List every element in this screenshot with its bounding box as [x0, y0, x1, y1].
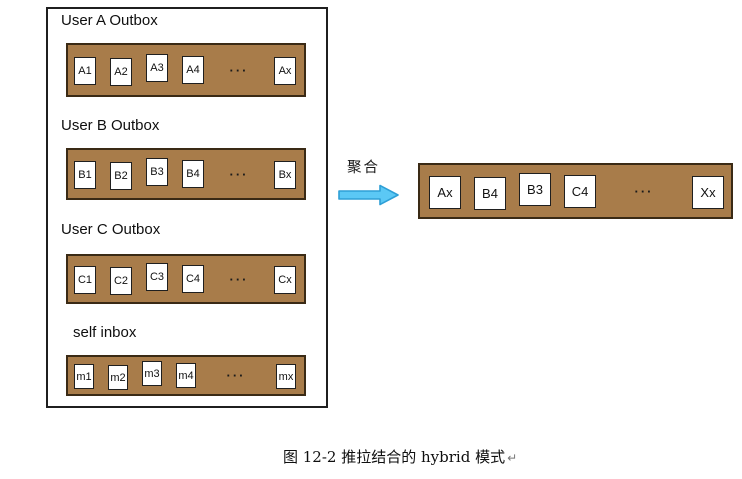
message-cell: Ax — [429, 175, 461, 209]
message-cell: B1 — [74, 161, 96, 189]
message-cell: C1 — [74, 266, 96, 294]
message-cell: C3 — [146, 263, 168, 291]
message-cell: B4 — [182, 160, 204, 188]
message-cell: A4 — [182, 56, 204, 84]
ellipsis-dots: ··· — [226, 368, 246, 383]
message-cell: C2 — [110, 267, 132, 295]
message-cell: C4 — [564, 174, 596, 208]
ellipsis-dots: ··· — [229, 271, 249, 287]
message-cell: B3 — [519, 172, 551, 206]
section-label: self inbox — [73, 324, 137, 341]
message-cell: m3 — [142, 361, 162, 386]
figure-caption: 图 12-2 推拉结合的 hybrid 模式↵ — [283, 446, 517, 467]
section-label: User A Outbox — [61, 12, 158, 29]
message-cell: A2 — [110, 58, 132, 86]
message-cell: m1 — [74, 364, 94, 389]
figure-caption-text: 图 12-2 推拉结合的 hybrid 模式 — [283, 448, 506, 466]
result-bar: Ax B4 B3 C4 ··· Xx — [418, 163, 733, 219]
message-cell: Bx — [274, 161, 296, 189]
message-bar: A1 A2 A3 A4 ··· Ax — [66, 43, 306, 97]
ellipsis-dots: ··· — [229, 62, 249, 78]
message-cell: A3 — [146, 54, 168, 82]
message-cell: Xx — [692, 175, 724, 209]
message-cell: B3 — [146, 158, 168, 186]
message-cell: B2 — [110, 162, 132, 190]
message-cell: A1 — [74, 57, 96, 85]
section-label: User C Outbox — [61, 221, 161, 238]
message-cell: C4 — [182, 265, 204, 293]
message-bar: C1 C2 C3 C4 ··· Cx — [66, 254, 306, 304]
message-cell: m2 — [108, 365, 128, 390]
message-bar: B1 B2 B3 B4 ··· Bx — [66, 148, 306, 200]
message-cell: mx — [276, 364, 296, 389]
message-cell: Ax — [274, 57, 296, 85]
message-bar: m1 m2 m3 m4 ··· mx — [66, 355, 306, 396]
paragraph-mark: ↵ — [507, 451, 518, 465]
message-cell: Cx — [274, 266, 296, 294]
section-label: User B Outbox — [61, 117, 160, 134]
aggregate-arrow-icon — [338, 184, 399, 206]
message-cell: B4 — [474, 176, 506, 210]
ellipsis-dots: ··· — [634, 183, 654, 199]
ellipsis-dots: ··· — [229, 166, 249, 182]
aggregate-label: 聚合 — [347, 160, 380, 176]
message-cell: m4 — [176, 363, 196, 388]
